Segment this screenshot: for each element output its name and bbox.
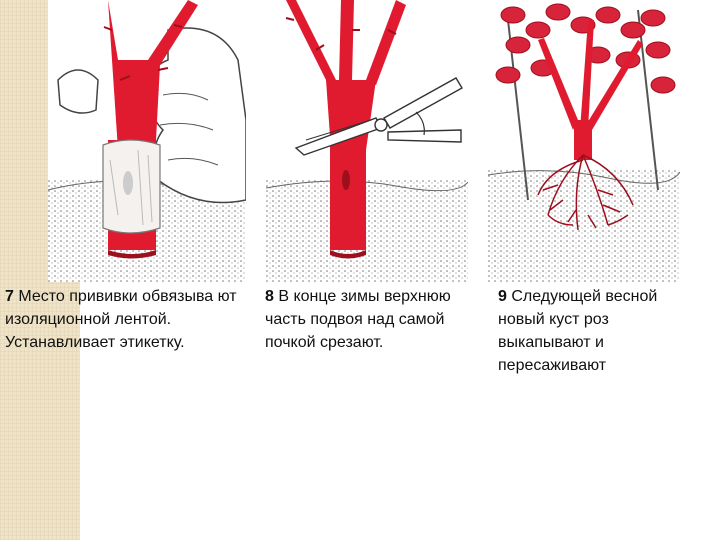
step-text: Место прививки обвязыва ют изоляционной …: [5, 288, 237, 351]
step-number: 7: [5, 288, 14, 305]
left-branch: [286, 0, 336, 90]
illustration-step-8: [266, 0, 468, 282]
pruning-drawing: [266, 0, 468, 282]
ground: [266, 180, 468, 282]
ground: [488, 170, 680, 282]
trunk: [330, 140, 366, 250]
graft-taping-drawing: [48, 0, 246, 282]
caption-step-8: 8 В конце зимы верхнюю часть подвоя над …: [265, 285, 485, 354]
step-text: Следующей весной новый куст роз выкапыва…: [498, 288, 658, 374]
step-number: 9: [498, 288, 507, 305]
step-number: 8: [265, 288, 274, 305]
digging-drawing: [488, 3, 680, 282]
caption-step-7: 7 Место прививки обвязыва ют изоляционно…: [5, 285, 255, 354]
right-stem: [138, 0, 198, 140]
pruning-shears: [294, 77, 463, 156]
illustration-step-9: [488, 0, 680, 282]
right-branch: [366, 0, 406, 85]
illustration-step-7: [48, 0, 246, 282]
caption-step-9: 9 Следующей весной новый куст роз выкапы…: [498, 285, 688, 377]
trunk: [574, 120, 592, 160]
step-text: В конце зимы верхнюю часть подвоя над са…: [265, 288, 451, 351]
roots: [537, 154, 634, 231]
